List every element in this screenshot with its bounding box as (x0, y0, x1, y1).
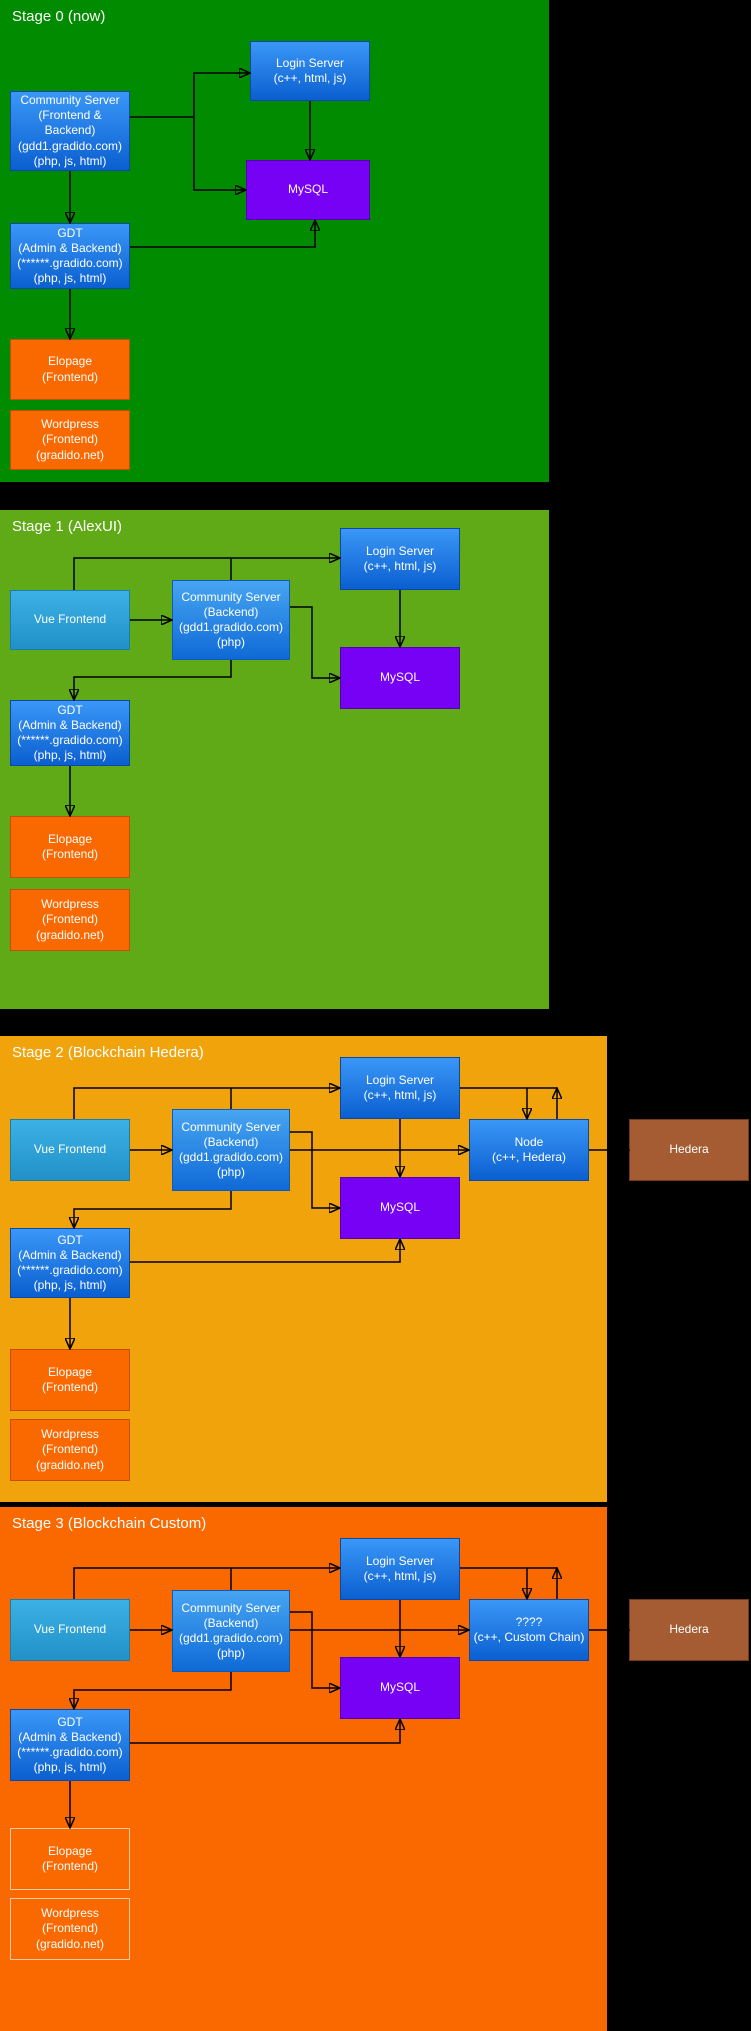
stage2-hedera-external-node: Hedera (629, 1119, 749, 1181)
stage1-login-server-node: Login Server (c++, html, js) (340, 528, 460, 590)
stage1-login-server-label: Login Server (c++, html, js) (363, 543, 437, 573)
stage0-gdt-label: GDT (Admin & Backend) (******.gradido.co… (17, 225, 123, 286)
stage3-community-server-label: Community Server (Backend) (gdd1.gradido… (178, 1600, 284, 1661)
stage1-vue-frontend-node: Vue Frontend (10, 590, 130, 650)
stage1-vue-frontend-label: Vue Frontend (33, 612, 107, 627)
stage2-login-server-node: Login Server (c++, html, js) (340, 1057, 460, 1119)
stage3-vue-frontend-label: Vue Frontend (33, 1622, 107, 1637)
stage3-gdt-node: GDT (Admin & Backend) (******.gradido.co… (10, 1709, 130, 1781)
stage1-title: Stage 1 (AlexUI) (12, 518, 123, 535)
stage3-section: Stage 3 (Blockchain Custom) Login Server… (0, 1507, 751, 2031)
stage3-login-server-label: Login Server (c++, html, js) (363, 1553, 437, 1583)
stage1-gdt-node: GDT (Admin & Backend) (******.gradido.co… (10, 700, 130, 766)
stage0-login-server-node: Login Server (c++, html, js) (250, 41, 370, 101)
stage0-mysql-node: MySQL (246, 160, 370, 220)
stage0-section: Stage 0 (now) Login Server (c++, html, j… (0, 0, 751, 482)
stage3-mysql-node: MySQL (340, 1657, 460, 1719)
stage2-elopage-label: Elopage (Frontend) (41, 1364, 99, 1394)
stage2-community-server-node: Community Server (Backend) (gdd1.gradido… (172, 1109, 290, 1191)
stage1-wordpress-node: Wordpress (Frontend) (gradido.net) (10, 889, 130, 951)
stage2-gdt-node: GDT (Admin & Backend) (******.gradido.co… (10, 1228, 130, 1298)
stage3-custom-chain-node: ???? (c++, Custom Chain) (469, 1599, 589, 1661)
stage3-elopage-label: Elopage (Frontend) (41, 1843, 99, 1873)
stage3-custom-chain-label: ???? (c++, Custom Chain) (473, 1614, 585, 1644)
stage0-gdt-node: GDT (Admin & Backend) (******.gradido.co… (10, 223, 130, 289)
stage2-login-server-label: Login Server (c++, html, js) (363, 1072, 437, 1102)
stage0-mysql-label: MySQL (287, 182, 328, 197)
stage2-wordpress-label: Wordpress (Frontend) (gradido.net) (35, 1427, 105, 1472)
stage1-section: Stage 1 (AlexUI) Login Server (c++, html… (0, 510, 751, 1009)
stage1-community-server-node: Community Server (Backend) (gdd1.gradido… (172, 580, 290, 660)
stage3-mysql-label: MySQL (379, 1680, 420, 1695)
stage2-community-server-label: Community Server (Backend) (gdd1.gradido… (178, 1119, 284, 1180)
stage1-wordpress-label: Wordpress (Frontend) (gradido.net) (35, 897, 105, 942)
stage0-elopage-node: Elopage (Frontend) (10, 339, 130, 400)
stage0-elopage-label: Elopage (Frontend) (41, 354, 99, 384)
stage0-wordpress-node: Wordpress (Frontend) (gradido.net) (10, 410, 130, 470)
stage0-wordpress-label: Wordpress (Frontend) (gradido.net) (35, 417, 105, 462)
stage0-title: Stage 0 (now) (12, 8, 106, 25)
stage1-elopage-node: Elopage (Frontend) (10, 816, 130, 878)
stage1-gdt-label: GDT (Admin & Backend) (******.gradido.co… (17, 702, 123, 763)
stage2-hedera-node-label: Node (c++, Hedera) (491, 1134, 567, 1164)
stage2-hedera-external-label: Hedera (669, 1142, 709, 1157)
stage3-vue-frontend-node: Vue Frontend (10, 1599, 130, 1661)
stage3-wordpress-node: Wordpress (Frontend) (gradido.net) (10, 1898, 130, 1960)
stage3-gdt-label: GDT (Admin & Backend) (******.gradido.co… (17, 1714, 123, 1775)
stage2-hedera-node-node: Node (c++, Hedera) (469, 1119, 589, 1181)
stage2-section: Stage 2 (Blockchain Hedera) Login Server… (0, 1036, 751, 1502)
stage3-community-server-node: Community Server (Backend) (gdd1.gradido… (172, 1590, 290, 1672)
stage3-hedera-external-node: Hedera (629, 1599, 749, 1661)
stage2-wordpress-node: Wordpress (Frontend) (gradido.net) (10, 1419, 130, 1481)
stage2-elopage-node: Elopage (Frontend) (10, 1349, 130, 1411)
stage2-mysql-node: MySQL (340, 1177, 460, 1239)
stage3-wordpress-label: Wordpress (Frontend) (gradido.net) (35, 1906, 105, 1951)
stage3-elopage-node: Elopage (Frontend) (10, 1828, 130, 1890)
stage2-title: Stage 2 (Blockchain Hedera) (12, 1044, 204, 1061)
stage2-vue-frontend-node: Vue Frontend (10, 1119, 130, 1181)
stage0-community-server-label: Community Server (Frontend & Backend) (g… (17, 93, 123, 168)
stage2-mysql-label: MySQL (379, 1200, 420, 1215)
stage3-login-server-node: Login Server (c++, html, js) (340, 1538, 460, 1600)
stage2-vue-frontend-label: Vue Frontend (33, 1142, 107, 1157)
stage1-community-server-label: Community Server (Backend) (gdd1.gradido… (178, 589, 284, 650)
stage2-gdt-label: GDT (Admin & Backend) (******.gradido.co… (17, 1232, 123, 1293)
stage3-hedera-external-label: Hedera (669, 1622, 709, 1637)
stage0-login-server-label: Login Server (c++, html, js) (273, 55, 347, 85)
stage1-elopage-label: Elopage (Frontend) (41, 831, 99, 861)
stage3-title: Stage 3 (Blockchain Custom) (12, 1515, 207, 1532)
stage1-mysql-node: MySQL (340, 647, 460, 709)
stage1-mysql-label: MySQL (379, 670, 420, 685)
stage0-community-server-node: Community Server (Frontend & Backend) (g… (10, 91, 130, 171)
